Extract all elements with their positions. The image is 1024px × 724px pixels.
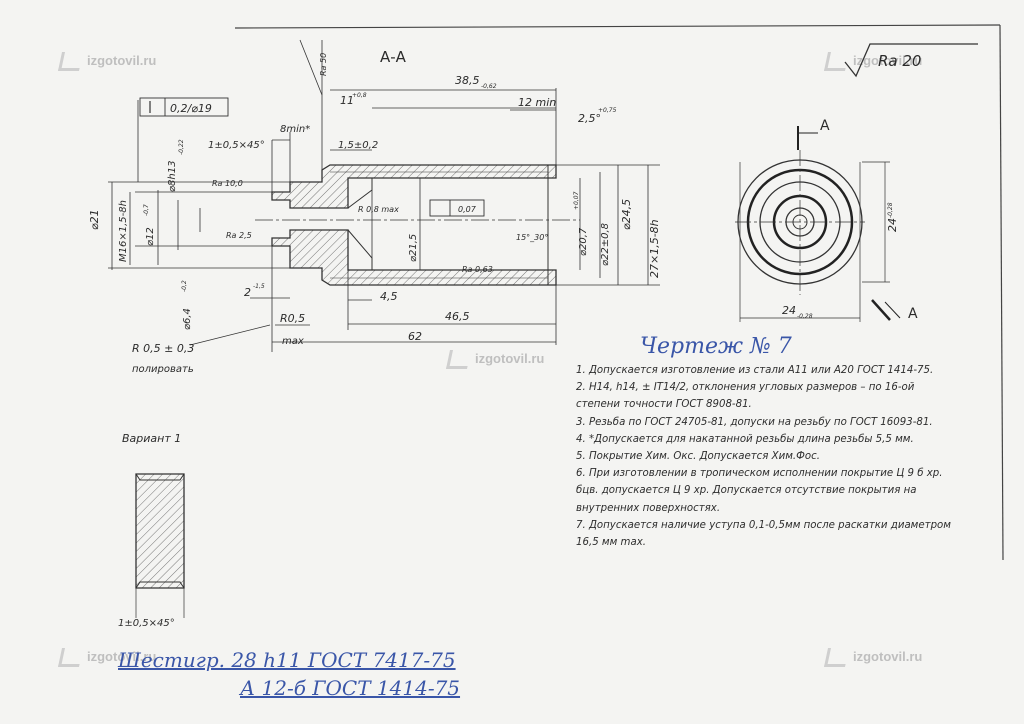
dim-r08: R 0,8 max (358, 205, 399, 214)
dim-ra25: Ra 2,5 (226, 231, 252, 240)
flatness-frame (429, 199, 485, 217)
note-line: 6. При изготовлении в тропическом исполн… (576, 468, 943, 480)
dim-phi6-4: ⌀6,4 (182, 308, 193, 330)
dim-chamfer: 1±0,5×45° (208, 140, 265, 151)
dim-tol-frame: 0,2/⌀19 (170, 102, 212, 115)
dim-phi24-5: ⌀24,5 (620, 199, 633, 230)
note-line: 5. Покрытие Хим. Окс. Допускается Хим.Фо… (576, 451, 821, 463)
dim-11: 11 (340, 94, 354, 107)
variant-detail (135, 473, 185, 618)
dim-phi21: ⌀21 (88, 209, 101, 230)
dim-phi8h13-tol: -0,22 (178, 139, 185, 155)
dim-46-5: 46,5 (445, 310, 470, 323)
dimension-lines (108, 39, 660, 352)
dim-phi22: ⌀22±0,8 (600, 223, 611, 266)
view-arrow-label-top: А (820, 118, 830, 134)
watermark-top-right: izgotovil.ru (823, 52, 922, 71)
technical-notes: 1. Допускается изготовление из стали А11… (576, 362, 1006, 551)
dim-38-tol: -0,62 (481, 83, 497, 90)
dim-ra063: Ra 0,63 (462, 265, 493, 274)
section-view (255, 164, 580, 286)
note-line: 16,5 мм max. (576, 537, 646, 549)
inner-contour-bottom (347, 229, 373, 271)
dim-bottom-24-tol: -0,28 (797, 313, 813, 320)
watermark-bottom-right: izgotovil.ru (823, 648, 922, 667)
dim-phi12-tol: -0,7 (143, 204, 150, 216)
dim-m27: 27×1,5-8h (648, 219, 661, 278)
dim-38: 38,5 (455, 74, 480, 87)
dim-phi12: ⌀12 (145, 227, 156, 246)
dim-25deg-tol: +0,75 (598, 107, 617, 114)
note-line: внутренних поверхностях. (576, 502, 721, 514)
dim-m16: M16×1,5-8h (118, 200, 129, 262)
watermark-center: izgotovil.ru (445, 350, 544, 369)
dim-12min: 12 min (518, 96, 556, 109)
dim-bottom-24: 24 (782, 304, 796, 317)
dim-2-tol: -1,5 (253, 283, 265, 290)
note-line: 3. Резьба по ГОСТ 24705-81, допуски на р… (576, 416, 933, 428)
roughness-symbol (844, 43, 978, 78)
note-line: бцв. допускается Ц 9 хр. Допускается отс… (576, 485, 917, 497)
dim-2: 2 (244, 286, 251, 299)
watermark-top-left: izgotovil.ru (57, 52, 156, 71)
dim-r05-pm: R 0,5 ± 0,3 (132, 342, 194, 355)
section-label: А-А (380, 48, 407, 66)
note-line: 4. *Допускается для накатанной резьбы дл… (576, 433, 914, 445)
roughness-label: Ra 20 (878, 52, 921, 70)
note-line: степени точности ГОСТ 8908-81. (576, 399, 752, 411)
body-upper-section (271, 164, 557, 209)
material-line-2: А 12-б ГОСТ 1414-75 (240, 676, 461, 700)
note-line: 2. Н14, h14, ± IT14/2, отклонения угловы… (576, 382, 915, 394)
note-line: 1. Допускается изготовление из стали А11… (576, 365, 934, 376)
dim-ra50: Ra 50 (319, 53, 328, 76)
dim-phi20-7: ⌀20,7 (578, 227, 589, 256)
body-lower-section (271, 229, 557, 286)
dim-flat-frame: 0,07 (458, 205, 477, 214)
view-arrow-label-bottom: А (908, 306, 918, 322)
dim-62: 62 (408, 330, 422, 343)
dim-11-tol: +0,8 (352, 92, 367, 99)
frame-lines (234, 24, 1004, 561)
end-view (735, 126, 901, 322)
watermark-bottom-left: izgotovil.ru (57, 648, 156, 667)
inner-contour-top (347, 177, 373, 209)
dim-1-5: 1,5±0,2 (338, 140, 378, 151)
dim-phi8h13: ⌀8h13 (167, 161, 178, 192)
dim-angle: 15°_30° (516, 233, 548, 242)
dim-phi21-5: ⌀21,5 (408, 234, 419, 262)
dim-phi6-4-tol: -0,2 (181, 280, 188, 292)
dim-r0-5: R0,5 (280, 312, 305, 325)
variant-label: Вариант 1 (122, 432, 181, 445)
dim-ra10: Ra 10,0 (212, 179, 243, 188)
dim-phi20-7-tol: +0,07 (573, 191, 580, 210)
dim-4-5: 4,5 (380, 290, 398, 303)
note-line: 7. Допускается наличие уступа 0,1-0,5мм … (576, 519, 951, 531)
dim-side-24: 24 (886, 218, 899, 232)
material-line-1: Шестигр. 28 h11 ГОСТ 7417-75 (118, 648, 456, 672)
dim-8min: 8min* (280, 124, 310, 135)
dim-25deg: 2,5° (578, 112, 601, 125)
variant-chamfer: 1±0,5×45° (118, 618, 175, 629)
handwritten-title: Чертеж № 7 (640, 334, 792, 359)
dim-max: max (282, 336, 304, 347)
tolerance-frame (139, 97, 229, 117)
dim-side-24-tol: -0,28 (887, 202, 894, 218)
dim-polish: полировать (132, 364, 194, 375)
